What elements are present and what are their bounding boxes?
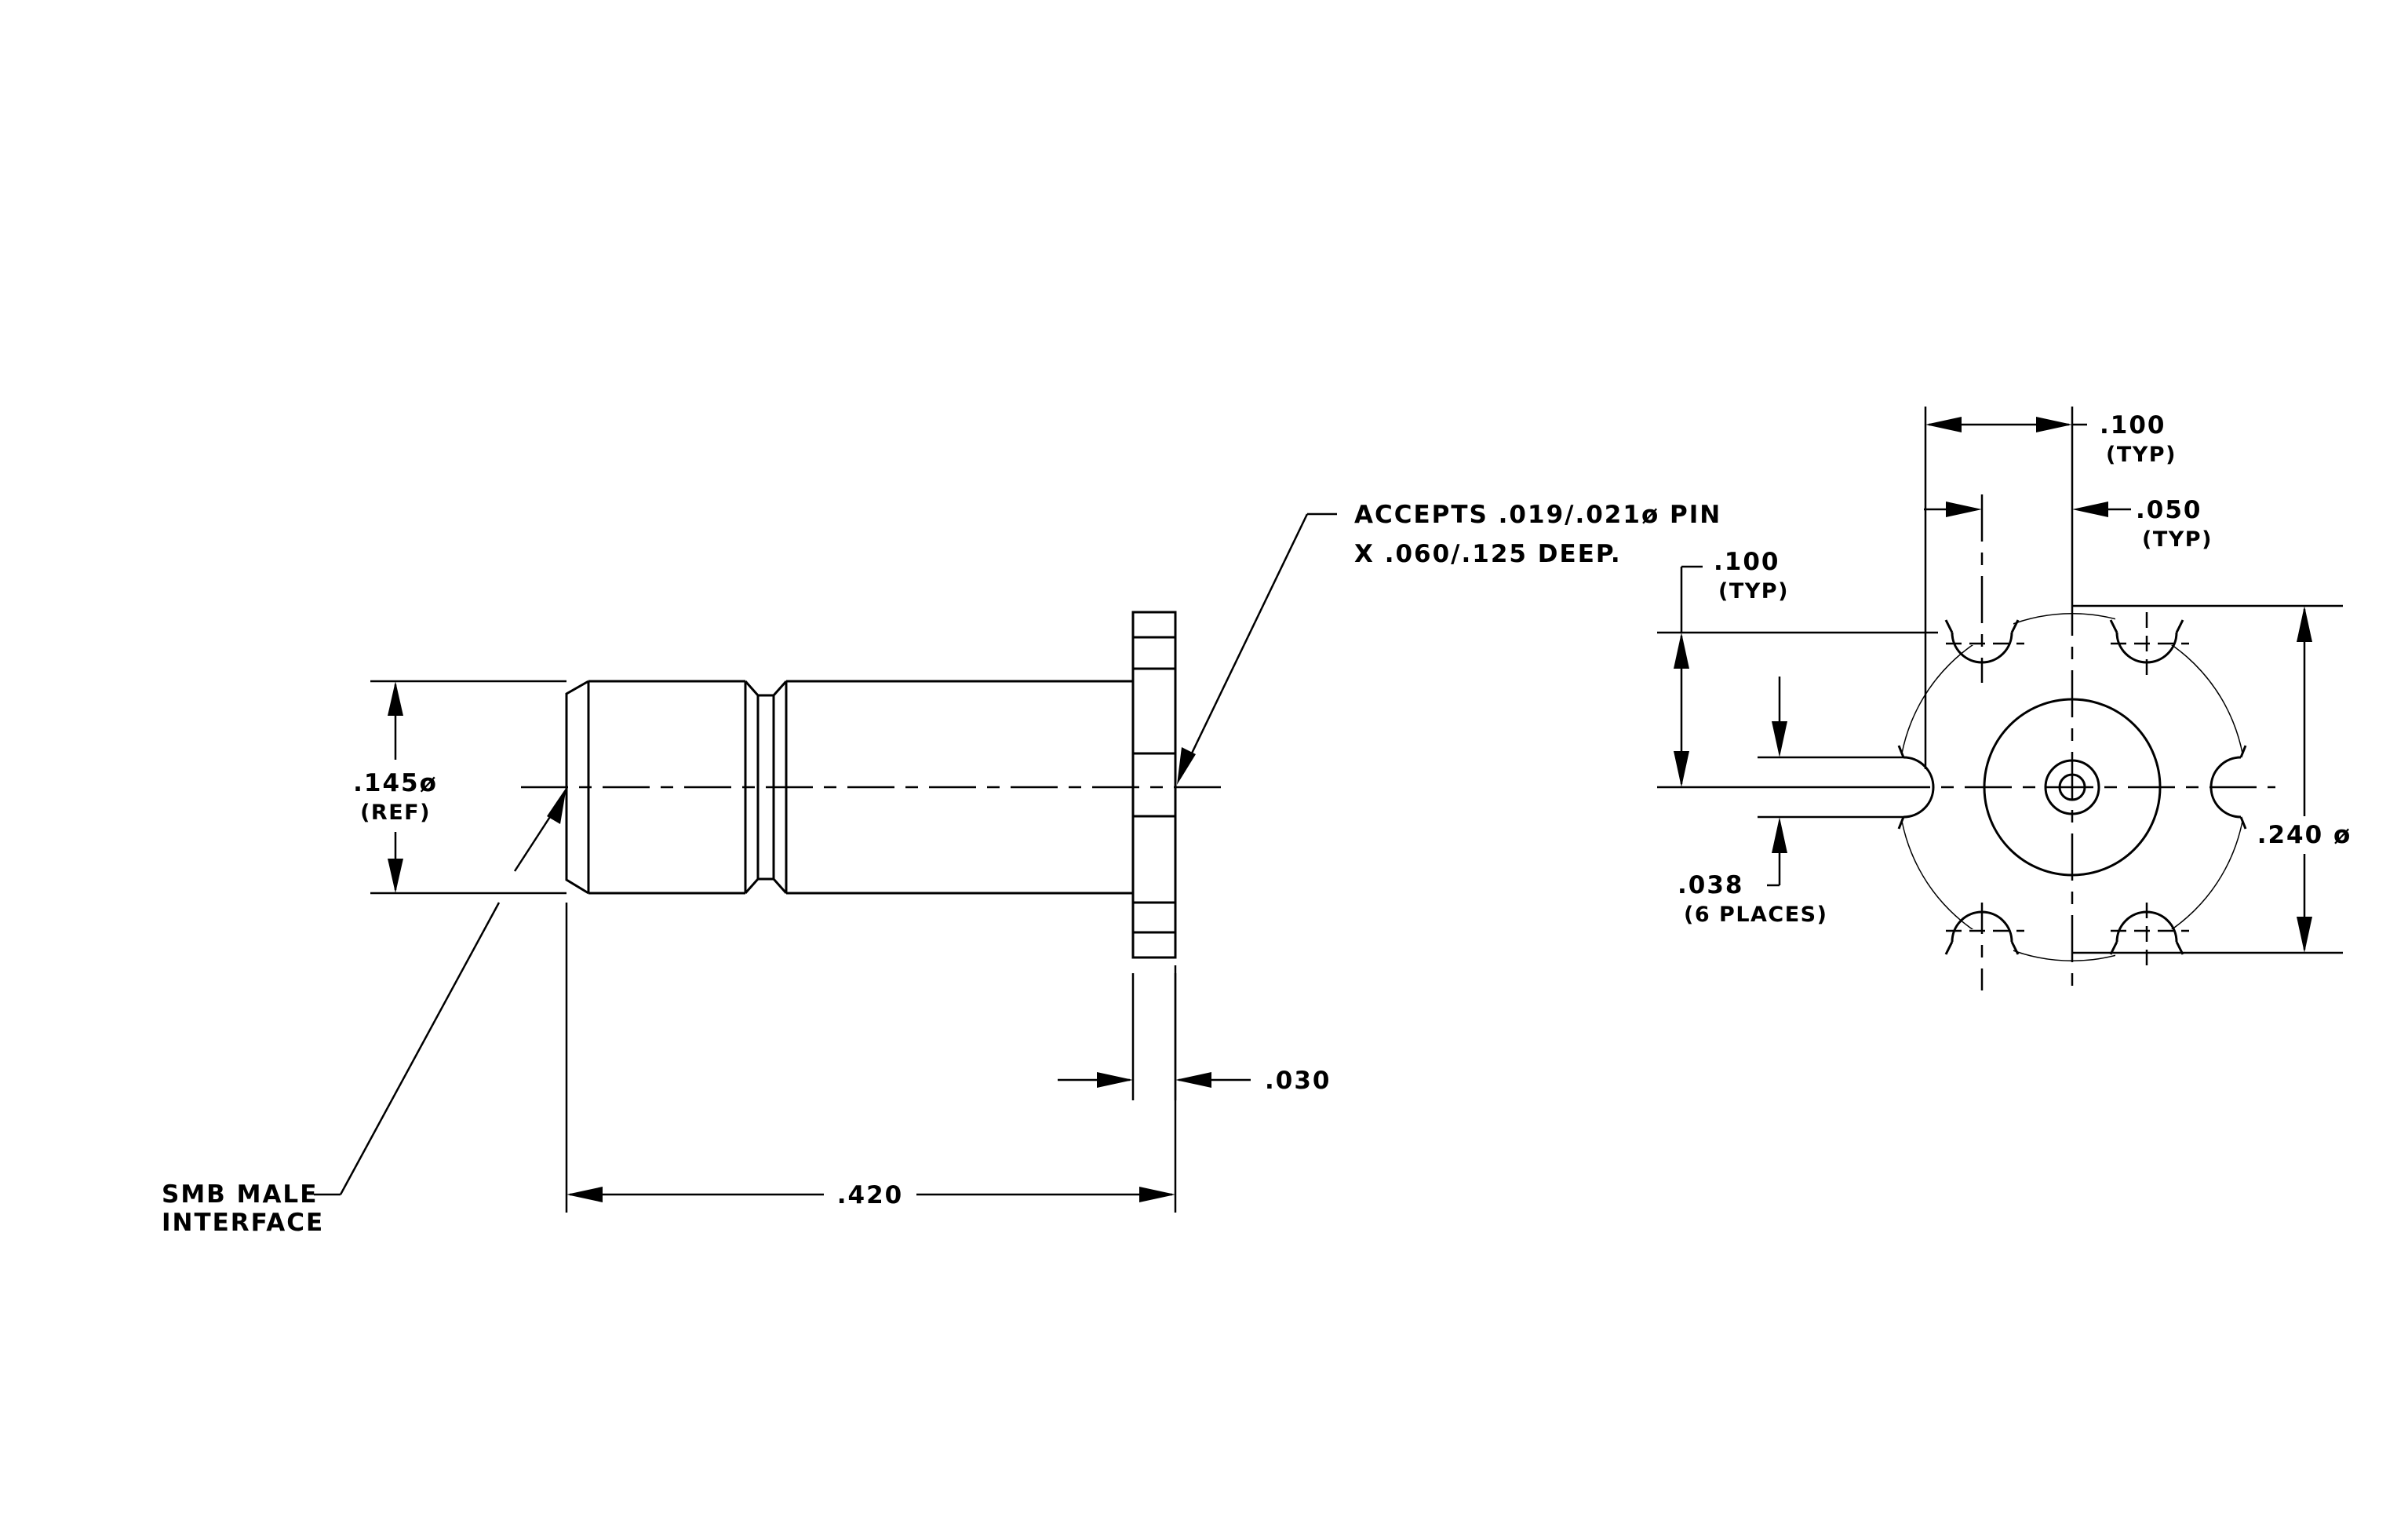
dim-slot-spacing-h-note: (TYP) [2106, 443, 2177, 467]
dim-body-diameter-note: (REF) [360, 801, 431, 825]
note-pin-line2: X .060/.125 DEEP. [1354, 540, 1622, 568]
arrowhead-pin-leader [1177, 747, 1196, 785]
arrowhead-slot-offset-right [2072, 502, 2108, 517]
dim-flange-thickness: .030 [1265, 1067, 1332, 1095]
slot-left [1903, 756, 1935, 819]
note-interface-line2: INTERFACE [162, 1209, 324, 1237]
arrowhead-interface-leader [547, 787, 566, 824]
arrowhead-slot-spacing-v-top [1674, 633, 1689, 669]
note-interface-line1: SMB MALE [162, 1180, 318, 1209]
arrowhead-slot-spacing-h-left [1925, 417, 1962, 432]
dim-slot-spacing-v: .100 [1714, 548, 1780, 576]
dim-slot-spacing-v-note: (TYP) [1718, 579, 1789, 604]
leader-pin-line [1186, 513, 1309, 762]
arrowhead-flange-right [1175, 1072, 1211, 1088]
leader-interface-line-upper [513, 808, 557, 872]
arrowhead-diameter-bottom [388, 859, 403, 893]
arrowhead-length-right [1139, 1187, 1175, 1202]
dim-slot-width: .038 [1678, 871, 1744, 899]
arrowhead-slot-spacing-v-bottom [1674, 751, 1689, 787]
flange-disc-outline [1898, 613, 2246, 961]
dim-slot-offset-note: (TYP) [2142, 527, 2213, 552]
groove-outline [744, 680, 788, 894]
side-view: .145ø (REF) .420 .030 ACCEPTS .019/.021ø… [162, 501, 1721, 1237]
arrowhead-flange-left [1097, 1072, 1133, 1088]
end-view: .100 (TYP) .050 (TYP) .100 (TYP) .038 (6… [1657, 407, 2352, 990]
arrowhead-slot-width-top [1772, 721, 1787, 757]
arrowhead-length-left [566, 1187, 603, 1202]
dim-flange-diameter: .240 ø [2257, 821, 2352, 849]
arrowhead-slot-offset-left [1946, 502, 1982, 517]
dim-slot-width-note: (6 PLACES) [1684, 903, 1827, 927]
arrowhead-slot-spacing-h-right [2036, 417, 2072, 432]
slot-edges [1897, 619, 2247, 955]
dim-slot-spacing-h: .100 [2100, 411, 2166, 440]
dim-overall-length: .420 [837, 1181, 904, 1209]
leader-interface-line-lower [339, 902, 501, 1195]
note-pin-line1: ACCEPTS .019/.021ø PIN [1354, 501, 1721, 529]
arrowhead-flange-diameter-bottom [2297, 917, 2312, 953]
arrowhead-diameter-top [388, 681, 403, 716]
flange-outline [1131, 611, 1177, 959]
dim-slot-offset: .050 [2136, 496, 2202, 524]
arrowhead-slot-width-bottom [1772, 817, 1787, 853]
arrowhead-flange-diameter-top [2297, 606, 2312, 642]
dim-body-diameter: .145ø [353, 769, 438, 797]
